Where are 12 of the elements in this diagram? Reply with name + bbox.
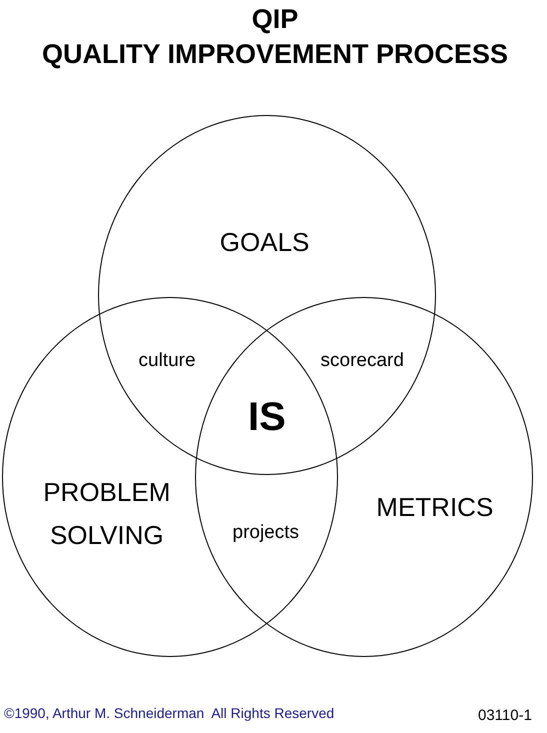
circle-label: PROBLEM SOLVING bbox=[42, 476, 172, 552]
venn-circle bbox=[98, 115, 436, 475]
overlap-label: projects bbox=[232, 522, 300, 542]
overlap-label: scorecard bbox=[320, 350, 404, 370]
circle-label: METRICS bbox=[376, 494, 494, 520]
diagram-title: QIP QUALITY IMPROVEMENT PROCESS bbox=[42, 3, 508, 71]
center-label: IS bbox=[248, 397, 286, 437]
figure-number: 03110-1 bbox=[478, 708, 532, 722]
overlap-label: culture bbox=[138, 350, 196, 370]
circle-label: GOALS bbox=[220, 228, 310, 255]
copyright-notice: ©1990, Arthur M. Schneiderman All Rights Reserved bbox=[4, 706, 334, 720]
venn-circle bbox=[195, 297, 533, 657]
